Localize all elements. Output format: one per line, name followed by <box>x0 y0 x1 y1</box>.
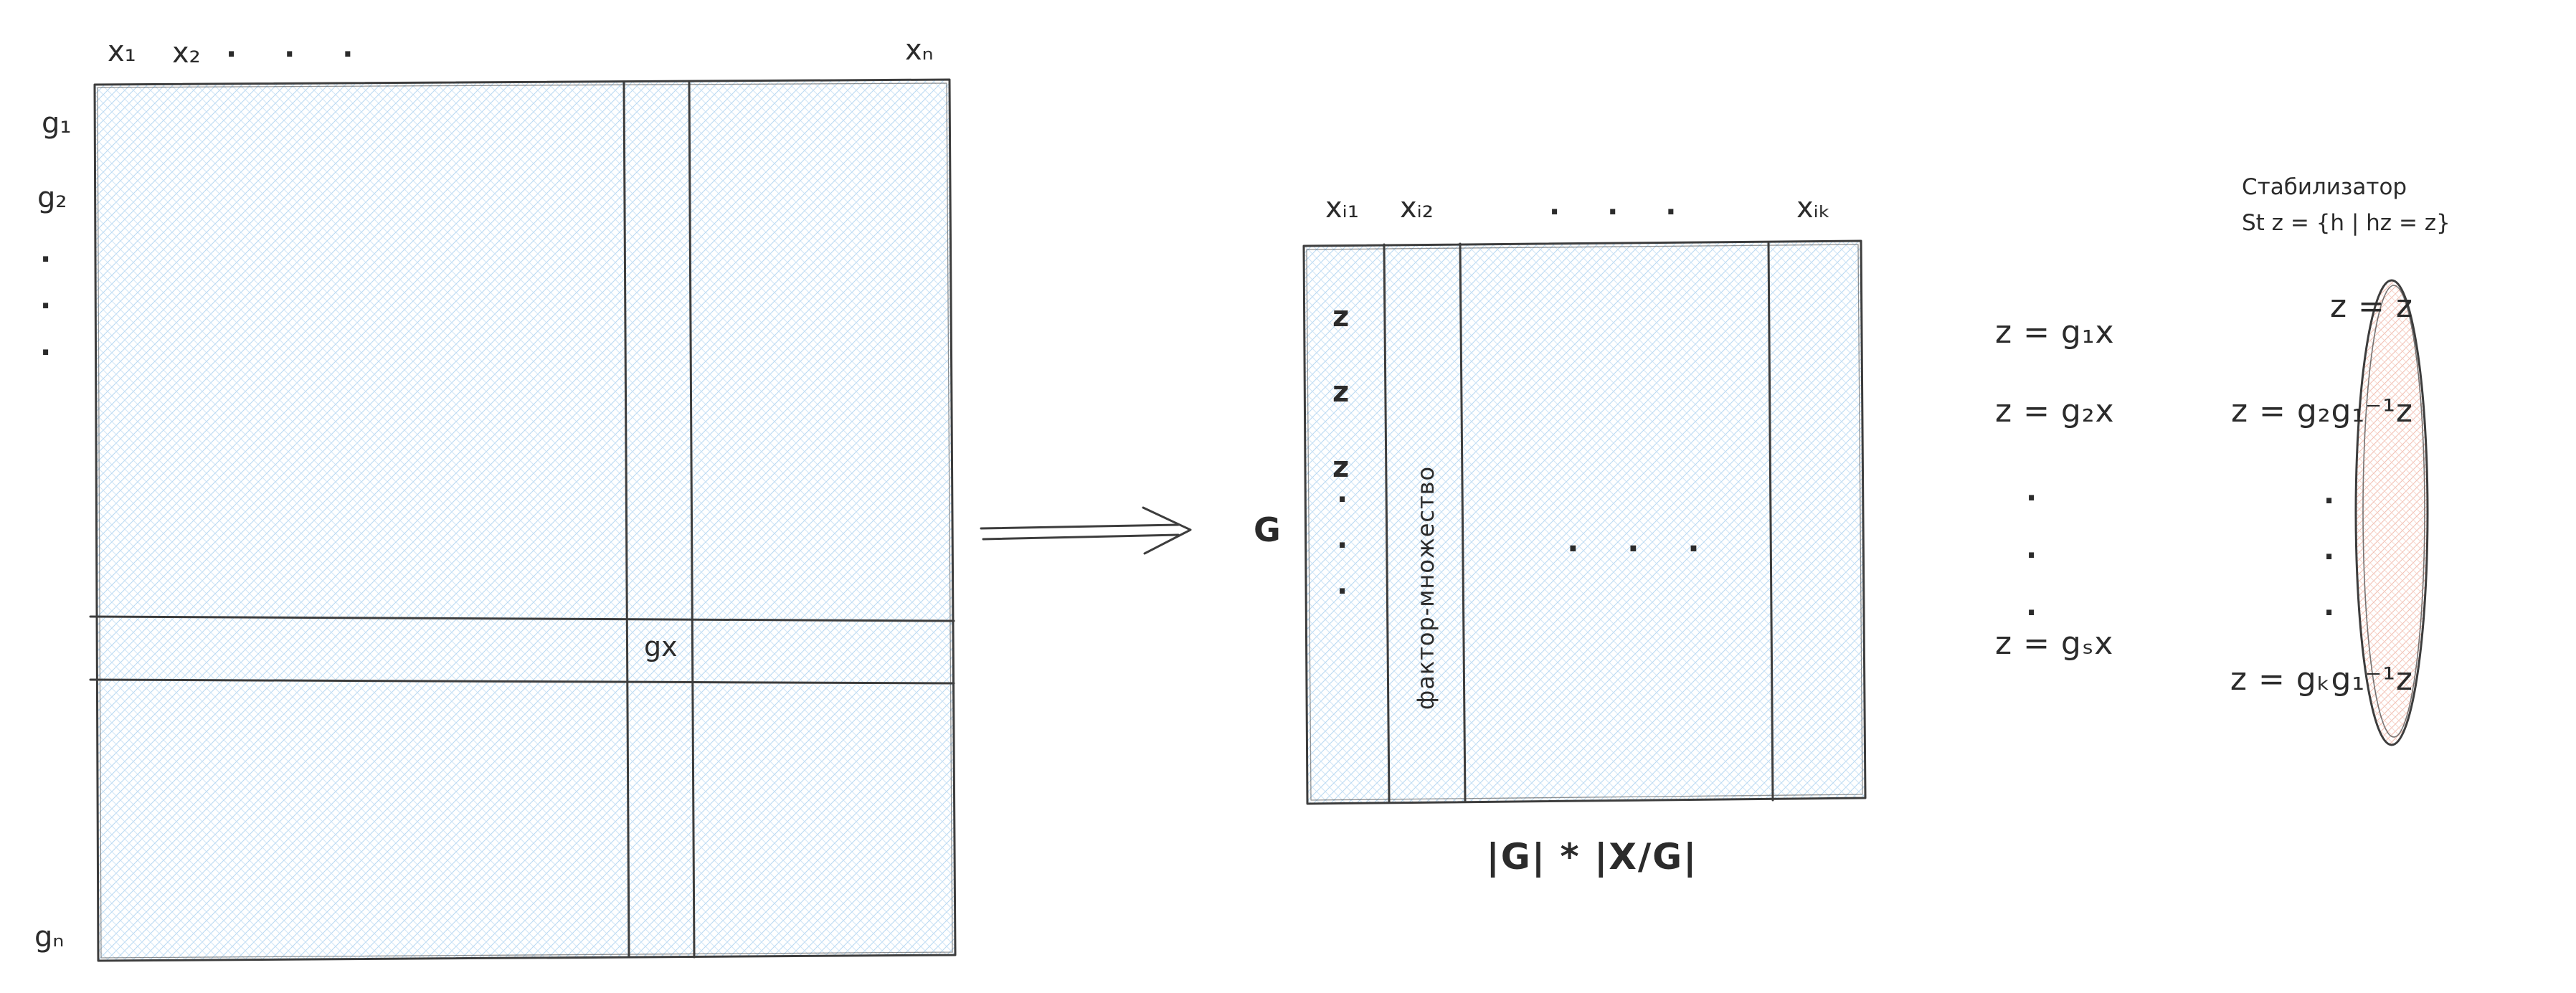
big-matrix-cell-gx: gx <box>644 631 678 662</box>
factor-column-line <box>1459 242 1467 803</box>
quotient-col-label-xik: xᵢₖ <box>1796 191 1831 224</box>
orbit-equation-2: z = g₂x <box>1995 393 2115 429</box>
stabilizer-definition: St z = {h | hz = z} <box>2242 210 2450 236</box>
stabilizer-oval <box>2354 279 2429 746</box>
quotient-col-dots: · · · <box>1549 196 1695 229</box>
stabilizer-title: Стабилизатор <box>2242 174 2407 200</box>
orbit-equation-dots: · · · <box>2026 482 2037 629</box>
quotient-matrix-grid <box>1302 239 1867 805</box>
big-matrix-col-label-x2: x₂ <box>172 37 201 70</box>
big-matrix-row-label-g2: g₂ <box>37 181 67 214</box>
implies-arrow <box>980 506 1192 555</box>
counting-formula: |G| * |X/G| <box>1486 836 1698 878</box>
orbit-equation-1: z = g₁x <box>1995 314 2115 351</box>
orbit-column-strip <box>622 80 696 959</box>
big-matrix-col-label-xn: xₙ <box>905 34 934 67</box>
big-matrix-col-dots: · · · <box>226 38 372 71</box>
quotient-z-column-entries: z z z <box>1332 300 1350 484</box>
big-matrix-grid <box>89 78 957 962</box>
last-column-line <box>1767 241 1774 802</box>
stabilizer-equation-3: z = gₖg₁⁻¹z <box>2230 661 2413 698</box>
big-matrix-col-label-x1: x₁ <box>108 35 136 68</box>
quotient-col-label-xi2: xᵢ₂ <box>1400 191 1434 224</box>
quotient-middle-dots: · · · <box>1567 531 1718 567</box>
quotient-z-column-dots: · · · <box>1337 483 1348 608</box>
group-row-strip <box>89 615 955 685</box>
stabilizer-equation-2: z = g₂g₁⁻¹z <box>2230 393 2413 429</box>
big-matrix-row-label-gn: gₙ <box>34 921 65 954</box>
factor-set-caption: фактор-множество <box>1411 465 1439 711</box>
group-label-g: G <box>1254 510 1281 549</box>
big-matrix-row-dots: · · · <box>40 243 52 369</box>
quotient-col-label-xi1: xᵢ₁ <box>1325 191 1359 224</box>
z-column-line <box>1383 243 1391 803</box>
orbit-equation-3: z = gₛx <box>1995 625 2114 662</box>
stabilizer-equation-dots: · · · <box>2324 485 2335 629</box>
stabilizer-equation-1: z = z <box>2329 288 2413 325</box>
big-matrix-row-label-g1: g₁ <box>42 107 72 140</box>
